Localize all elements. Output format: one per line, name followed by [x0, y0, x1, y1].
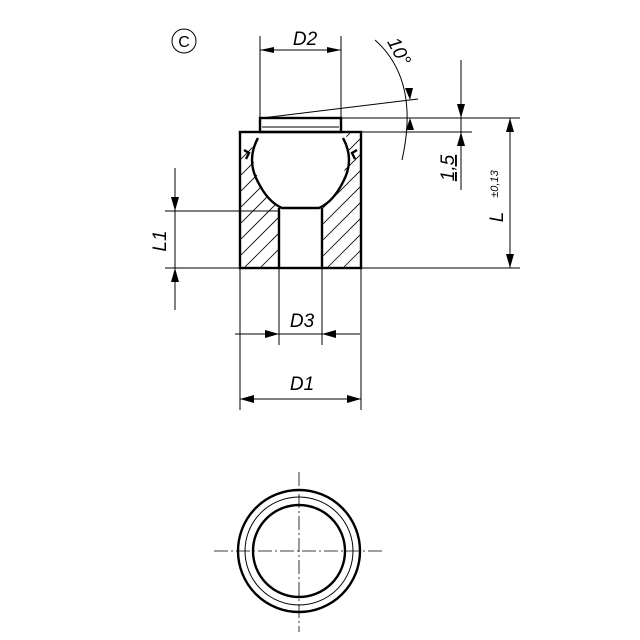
variant-mark: C [171, 28, 197, 54]
dim-l-label: L [487, 212, 508, 223]
dim-l: L ±0,13 [361, 117, 520, 269]
dim-groove-depth: 1,5 [341, 60, 472, 190]
ball-socket [250, 137, 351, 210]
dimensions: D2 10° 1,5 L ±0,13 [150, 29, 520, 410]
dim-d1: D1 [239, 268, 362, 410]
dim-groove-depth-label: 1,5 [438, 154, 459, 181]
lip-left [243, 148, 251, 160]
top-view [214, 472, 384, 632]
dim-d3-label: D3 [290, 311, 315, 332]
dim-d3: D3 [235, 268, 360, 345]
dim-d2-label: D2 [293, 29, 318, 50]
top-view-inner-circle [251, 503, 347, 599]
dim-d1-label: D1 [290, 374, 314, 395]
dim-d2: D2 [259, 29, 342, 118]
top-view-groove-circle [244, 496, 354, 606]
ball-top [258, 116, 343, 134]
cavity-fill [252, 133, 348, 268]
dim-l1-label: L1 [150, 230, 171, 251]
section-view [238, 116, 363, 270]
top-view-outer-circle [236, 488, 362, 614]
dim-angle-label: 10° [382, 34, 414, 70]
lip-right [350, 148, 358, 160]
variant-mark-letter: C [178, 34, 190, 51]
dim-l-tolerance: ±0,13 [489, 169, 501, 197]
dim-l1: L1 [150, 168, 279, 310]
variant-mark-circle [171, 28, 197, 54]
